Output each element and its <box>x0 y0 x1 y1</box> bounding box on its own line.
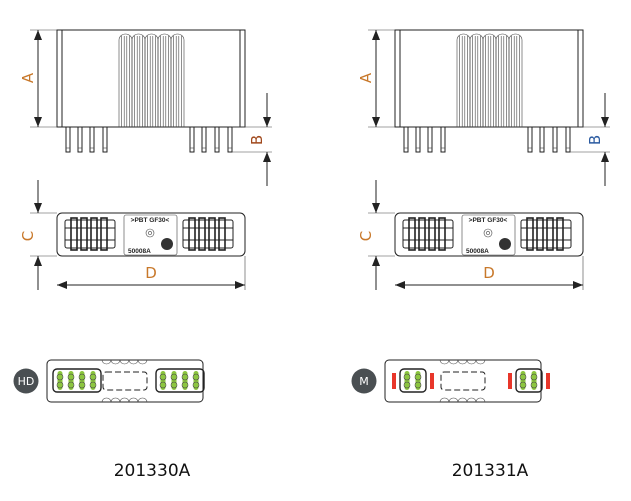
pin <box>89 126 95 153</box>
pin-contact <box>531 371 537 390</box>
pin <box>565 126 571 153</box>
dimension-c-label: C <box>357 231 375 241</box>
recycle-symbol <box>145 228 155 238</box>
date-wheel <box>499 238 511 250</box>
polarity-mark <box>392 373 396 389</box>
product-code: 201330A <box>114 461 191 481</box>
side-view <box>394 29 584 153</box>
material-marking: >PBT GF30< <box>131 217 170 224</box>
pin <box>227 126 233 153</box>
pin <box>102 126 108 153</box>
pin-contact <box>404 371 410 390</box>
part-marking: 50008A <box>466 248 489 255</box>
pin <box>214 126 220 153</box>
variant-badge-label: M <box>359 375 369 388</box>
product-1: A B >PBT GF30< 50008A C D M 201331A <box>351 29 610 481</box>
pin <box>201 126 207 153</box>
pin <box>440 126 446 153</box>
pin-contact <box>79 371 85 390</box>
top-view: >PBT GF30< 50008A <box>394 212 584 257</box>
pinout-view: HD <box>13 359 205 403</box>
pin <box>552 126 558 153</box>
dimension-a-label: A <box>19 72 37 83</box>
pin <box>77 126 83 153</box>
dimension-b-label: B <box>586 135 604 145</box>
pin <box>539 126 545 153</box>
variant-badge-label: HD <box>18 375 35 388</box>
date-wheel <box>161 238 173 250</box>
pin-contact <box>182 371 188 390</box>
top-view: >PBT GF30< 50008A <box>56 212 246 257</box>
variant-badge <box>13 368 39 394</box>
dimension-d-label: D <box>145 264 157 282</box>
polarity-mark <box>430 373 434 389</box>
pinout-view: M <box>351 359 550 403</box>
pin <box>403 126 409 153</box>
pin <box>415 126 421 153</box>
side-view <box>56 29 246 153</box>
product-0: A B >PBT GF30< 50008A C D HD 201330A <box>13 29 272 481</box>
pin-contact <box>90 371 96 390</box>
pin <box>427 126 433 153</box>
pin <box>189 126 195 153</box>
pin-contact <box>160 371 166 390</box>
product-code: 201331A <box>452 461 529 481</box>
polarity-mark <box>546 373 550 389</box>
pin <box>527 126 533 153</box>
pin-contact <box>193 371 199 390</box>
pin-contact <box>68 371 74 390</box>
pin-contact <box>520 371 526 390</box>
pin-contact <box>171 371 177 390</box>
pin <box>65 126 71 153</box>
polarity-mark <box>508 373 512 389</box>
pin-contact <box>57 371 63 390</box>
material-marking: >PBT GF30< <box>469 217 508 224</box>
dimension-b-label: B <box>248 135 266 145</box>
part-marking: 50008A <box>128 248 151 255</box>
dimension-d-label: D <box>483 264 495 282</box>
dimension-c-label: C <box>19 231 37 241</box>
variant-badge <box>351 368 377 394</box>
pin-contact <box>415 371 421 390</box>
dimension-a-label: A <box>357 72 375 83</box>
recycle-symbol <box>483 228 493 238</box>
